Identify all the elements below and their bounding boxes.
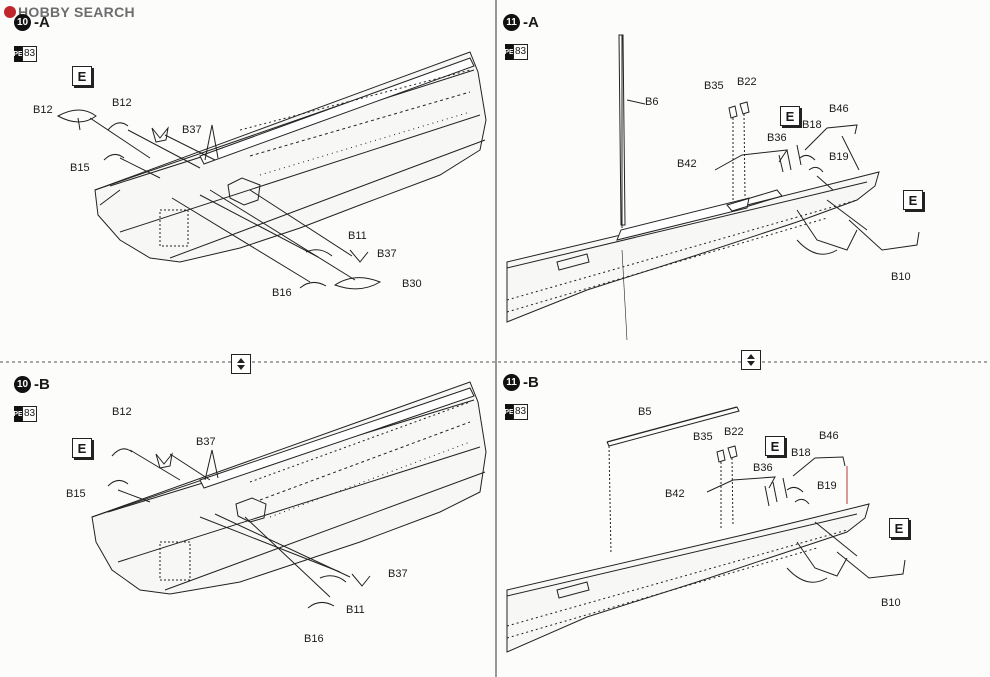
step-suffix: -B xyxy=(523,374,539,391)
step-suffix: -A xyxy=(523,14,539,31)
step-suffix: -B xyxy=(34,376,50,393)
part-label-b16: B16 xyxy=(272,287,292,299)
part-label-b35: B35 xyxy=(704,80,724,92)
part-label-b37: B37 xyxy=(388,568,408,580)
part-label-b6: B6 xyxy=(645,96,659,108)
e-mark: E xyxy=(889,518,909,538)
part-label-b12: B12 xyxy=(33,104,53,116)
part-label-b15: B15 xyxy=(66,488,86,500)
submarine-deck-drawing xyxy=(506,34,920,341)
e-mark: E xyxy=(72,66,92,86)
step-heading: 10 -A xyxy=(14,14,50,31)
part-label-b19: B19 xyxy=(817,480,837,492)
part-label-b16: B16 xyxy=(304,633,324,645)
part-label-b22: B22 xyxy=(737,76,757,88)
e-mark: E xyxy=(780,106,800,126)
step-heading: 11 -A xyxy=(503,14,539,31)
part-label-b15: B15 xyxy=(70,162,90,174)
part-label-b42: B42 xyxy=(665,488,685,500)
part-label-b10: B10 xyxy=(881,597,901,609)
part-label-b37: B37 xyxy=(196,436,216,448)
part-label-b30: B30 xyxy=(402,278,422,290)
part-label-b12: B12 xyxy=(112,97,132,109)
step-number: 10 xyxy=(14,14,31,31)
flip-over-icon xyxy=(741,350,761,370)
part-label-b37: B37 xyxy=(182,124,202,136)
part-label-b5: B5 xyxy=(638,406,652,418)
part-label-b22: B22 xyxy=(724,426,744,438)
step-suffix: -A xyxy=(34,14,50,31)
step-heading: 10 -B xyxy=(14,376,50,393)
part-label-b35: B35 xyxy=(693,431,713,443)
part-label-b12: B12 xyxy=(112,406,132,418)
logo-icon xyxy=(4,6,16,18)
e-mark: E xyxy=(903,190,923,210)
part-label-b11: B11 xyxy=(346,604,365,616)
submarine-deck-drawing xyxy=(506,406,906,653)
part-label-b18: B18 xyxy=(802,119,822,131)
part-label-b46: B46 xyxy=(819,430,839,442)
step-heading: 11 -B xyxy=(503,374,539,391)
part-label-b10: B10 xyxy=(891,271,911,283)
step-number: 11 xyxy=(503,374,520,391)
submarine-bow-drawing xyxy=(91,381,487,609)
part-label-b36: B36 xyxy=(767,132,787,144)
e-mark: E xyxy=(72,438,92,458)
part-label-b18: B18 xyxy=(791,447,811,459)
part-label-b37: B37 xyxy=(377,248,397,260)
part-label-b11: B11 xyxy=(348,230,367,242)
flip-over-icon xyxy=(231,354,251,374)
part-label-b36: B36 xyxy=(753,462,773,474)
submarine-bow-drawing xyxy=(56,51,487,290)
step-number: 10 xyxy=(14,376,31,393)
part-label-b46: B46 xyxy=(829,103,849,115)
hobby-search-watermark: HOBBY SEARCH xyxy=(4,4,135,20)
e-mark: E xyxy=(765,436,785,456)
part-label-b19: B19 xyxy=(829,151,849,163)
part-label-b42: B42 xyxy=(677,158,697,170)
step-number: 11 xyxy=(503,14,520,31)
